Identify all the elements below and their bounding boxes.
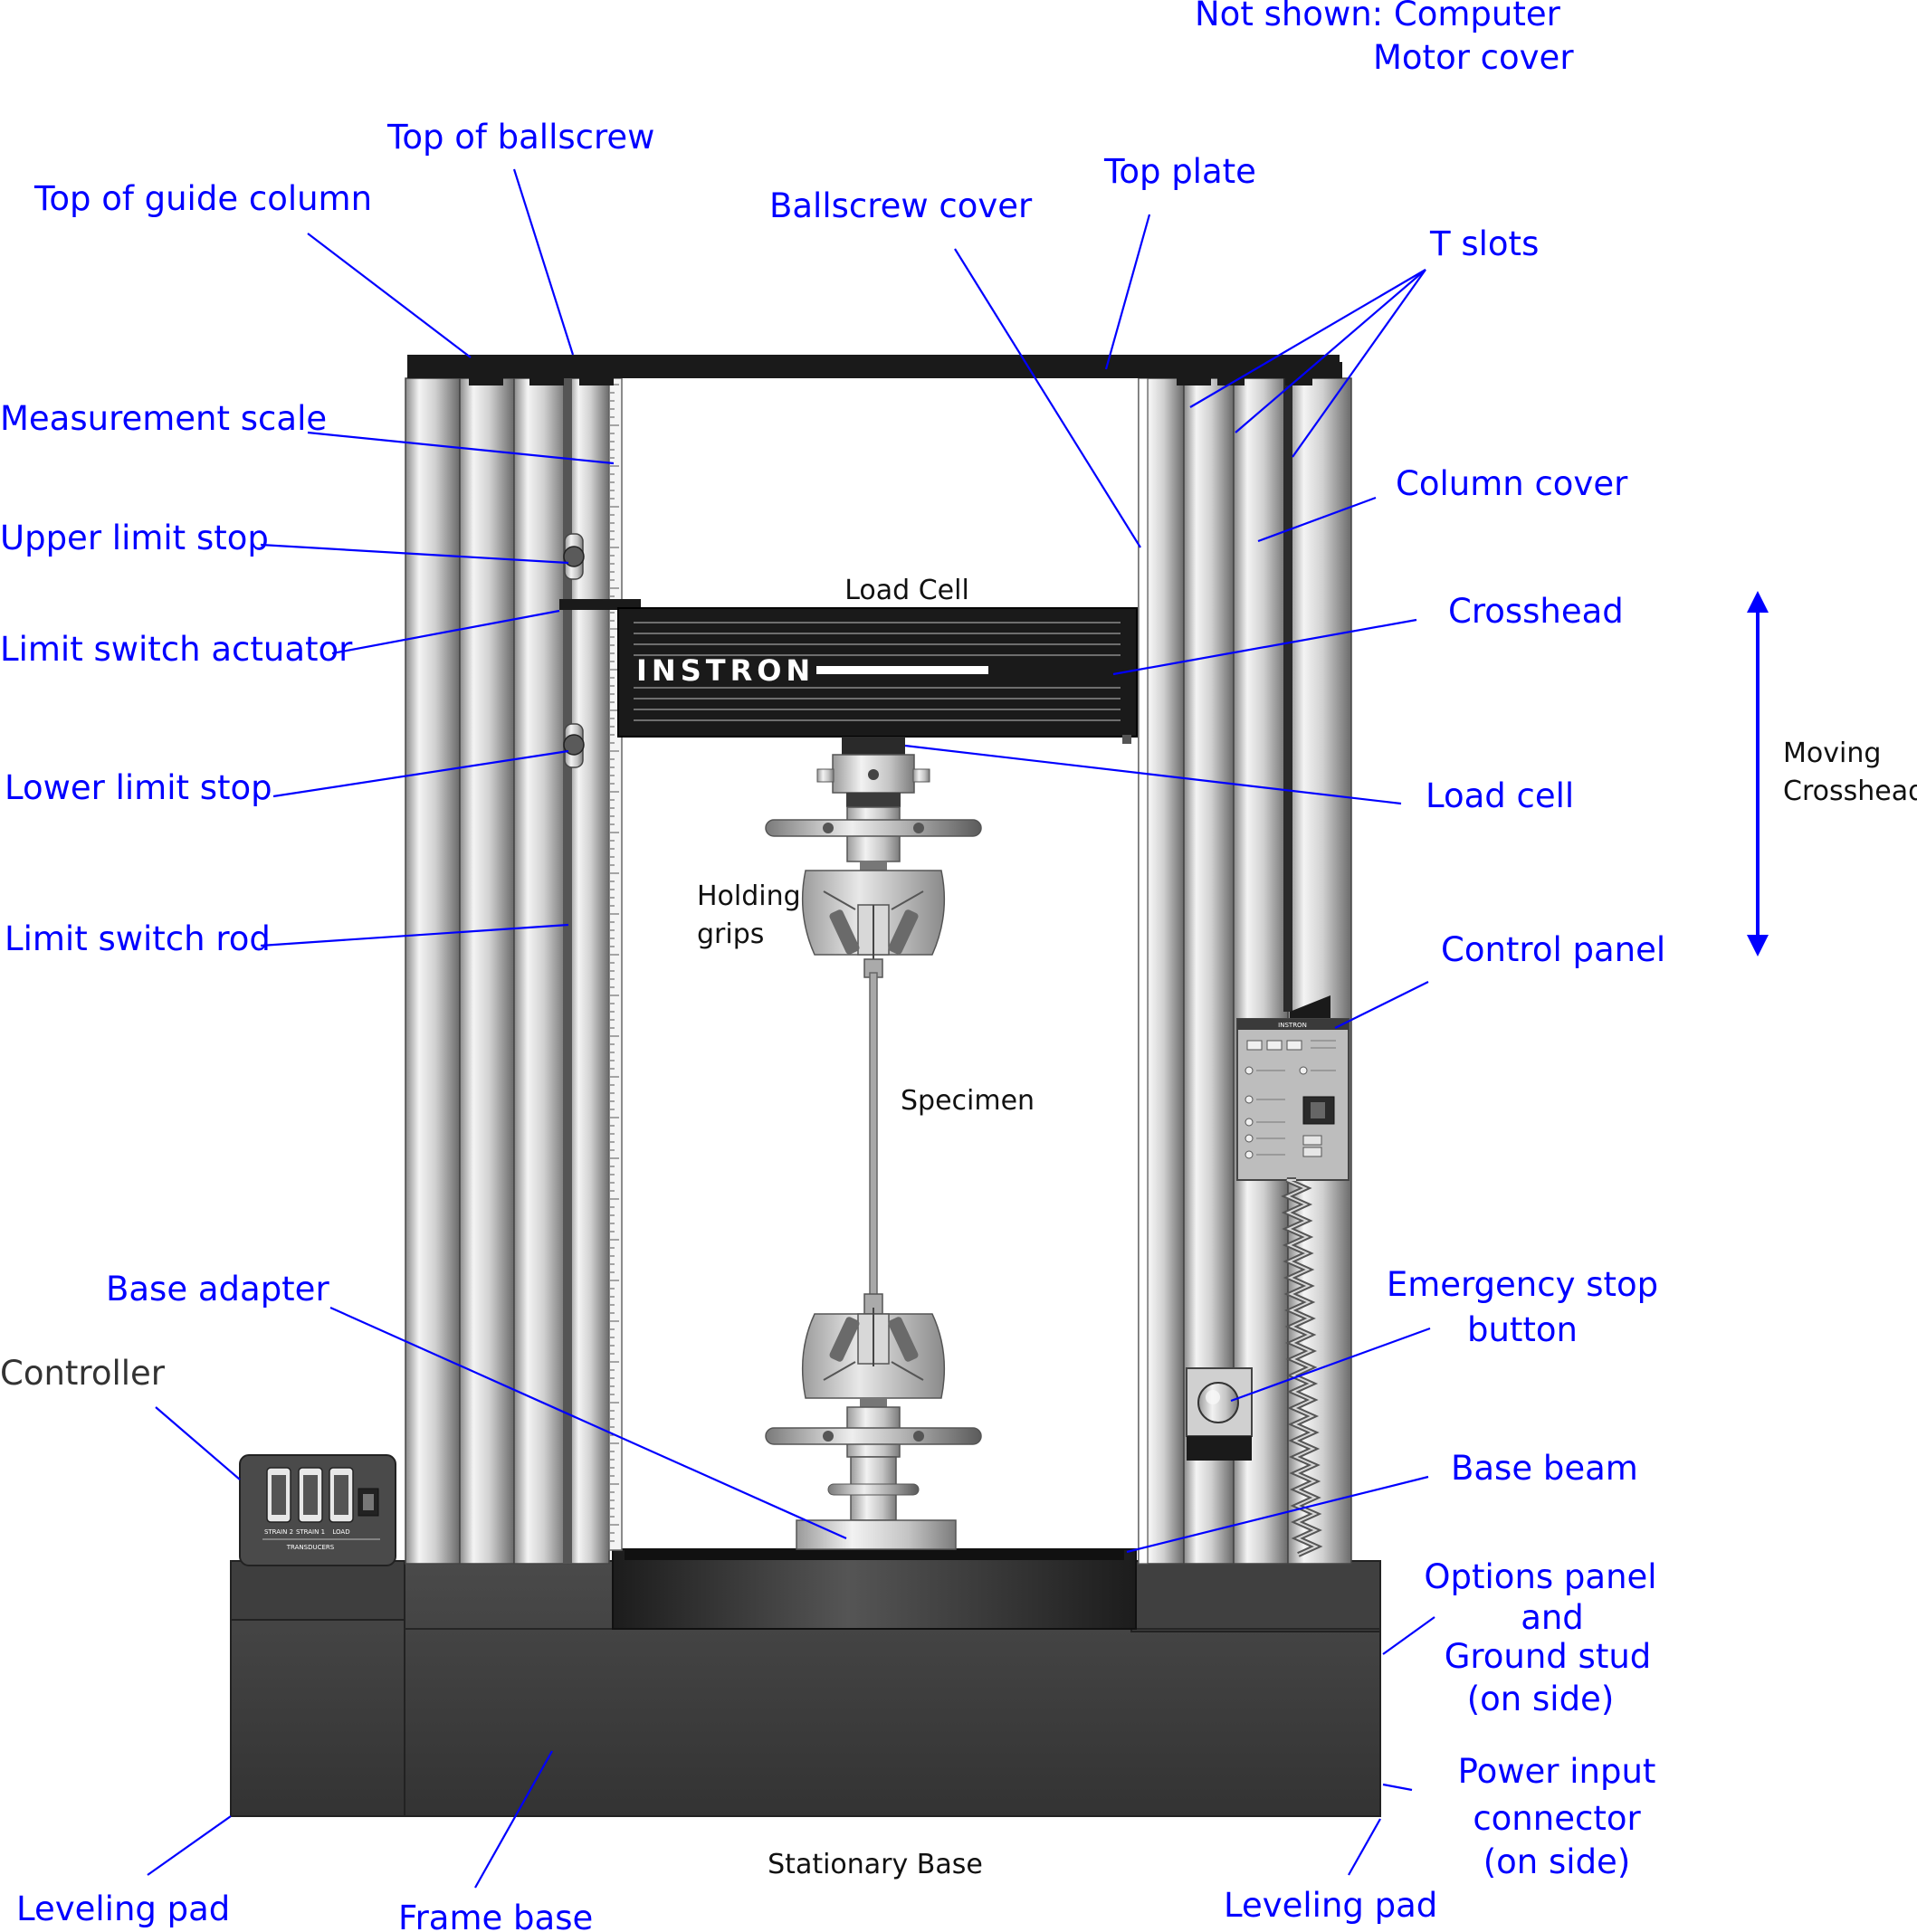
label-leveling-pad-left: Leveling pad (16, 1889, 230, 1928)
controller-port-label-strain-2: STRAIN 2 (264, 1528, 293, 1536)
label-options-panel-line2: and (1521, 1598, 1584, 1637)
crosshead-brand: INSTRON (636, 653, 815, 688)
label-measurement-scale: Measurement scale (0, 399, 327, 438)
label-stationary-base: Stationary Base (768, 1849, 983, 1880)
emergency-stop-button[interactable] (1187, 1368, 1252, 1461)
label-power-input-line1: Power input (1458, 1752, 1656, 1791)
label-column-cover: Column cover (1396, 464, 1628, 503)
label-power-input-line3: (on side) (1483, 1842, 1631, 1881)
label-control-panel: Control panel (1441, 930, 1665, 969)
right-ballscrew-cover (1139, 378, 1148, 1564)
lower-grip-assembly (766, 1294, 981, 1520)
base-adapter (796, 1520, 956, 1549)
control-panel-brand: INSTRON (1278, 1022, 1307, 1029)
label-specimen: Specimen (901, 1085, 1035, 1117)
label-base-adapter: Base adapter (106, 1270, 329, 1309)
label-controller: Controller (0, 1354, 166, 1393)
label-base-beam: Base beam (1451, 1449, 1638, 1488)
label-leveling-pad-right: Leveling pad (1224, 1886, 1437, 1925)
label-top-of-guide-column: Top of guide column (33, 179, 372, 218)
label-limit-switch-rod: Limit switch rod (5, 919, 271, 958)
label-emergency-stop-line1: Emergency stop (1387, 1265, 1658, 1304)
label-holding-grips-line2: grips (697, 918, 764, 950)
top-plate (407, 355, 1342, 385)
controller: STRAIN 2 STRAIN 1 LOAD TRANSDUCERS (240, 1455, 396, 1566)
label-not-shown-line2: Motor cover (1373, 38, 1574, 77)
right-t-slot-strip (1283, 378, 1292, 1012)
label-moving-crosshead-line2: Crosshead (1783, 776, 1917, 807)
label-frame-base: Frame base (398, 1899, 593, 1932)
label-options-panel-line1: Options panel (1424, 1557, 1656, 1596)
label-holding-grips-line1: Holding (697, 880, 801, 912)
controller-port-label-load: LOAD (332, 1528, 349, 1536)
controller-caption: TRANSDUCERS (286, 1544, 335, 1551)
controller-port-strain-2[interactable] (267, 1468, 291, 1522)
label-moving-crosshead-line1: Moving (1783, 738, 1881, 769)
label-lower-limit-stop: Lower limit stop (5, 768, 272, 807)
crosshead: INSTRON (618, 608, 1137, 744)
controller-switch[interactable] (358, 1489, 378, 1516)
upper-limit-stop[interactable] (564, 534, 584, 579)
label-t-slots: T slots (1429, 224, 1539, 263)
label-crosshead: Crosshead (1448, 592, 1624, 631)
label-load-cell: Load cell (1426, 776, 1574, 815)
controller-port-strain-1[interactable] (299, 1468, 322, 1522)
controller-port-load[interactable] (329, 1468, 353, 1522)
specimen (870, 973, 877, 1299)
measurement-scale (609, 378, 622, 1550)
lower-limit-stop[interactable] (564, 724, 584, 767)
controller-port-label-strain-1: STRAIN 1 (296, 1528, 325, 1536)
label-not-shown-line1: Not shown: Computer (1195, 0, 1561, 33)
label-limit-switch-actuator: Limit switch actuator (0, 630, 353, 669)
label-upper-limit-stop: Upper limit stop (0, 519, 269, 557)
label-power-input-line2: connector (1473, 1799, 1641, 1838)
label-emergency-stop-line2: button (1467, 1310, 1578, 1349)
label-options-panel-line4: (on side) (1467, 1680, 1615, 1718)
label-load-cell-top: Load Cell (844, 575, 969, 606)
label-top-plate: Top plate (1103, 152, 1256, 191)
base-beam (613, 1549, 1136, 1629)
label-top-of-ballscrew: Top of ballscrew (386, 118, 654, 157)
label-options-panel-line3: Ground stud (1445, 1637, 1652, 1676)
label-ballscrew-cover: Ballscrew cover (769, 186, 1033, 225)
control-panel[interactable]: INSTRON (1237, 995, 1349, 1180)
